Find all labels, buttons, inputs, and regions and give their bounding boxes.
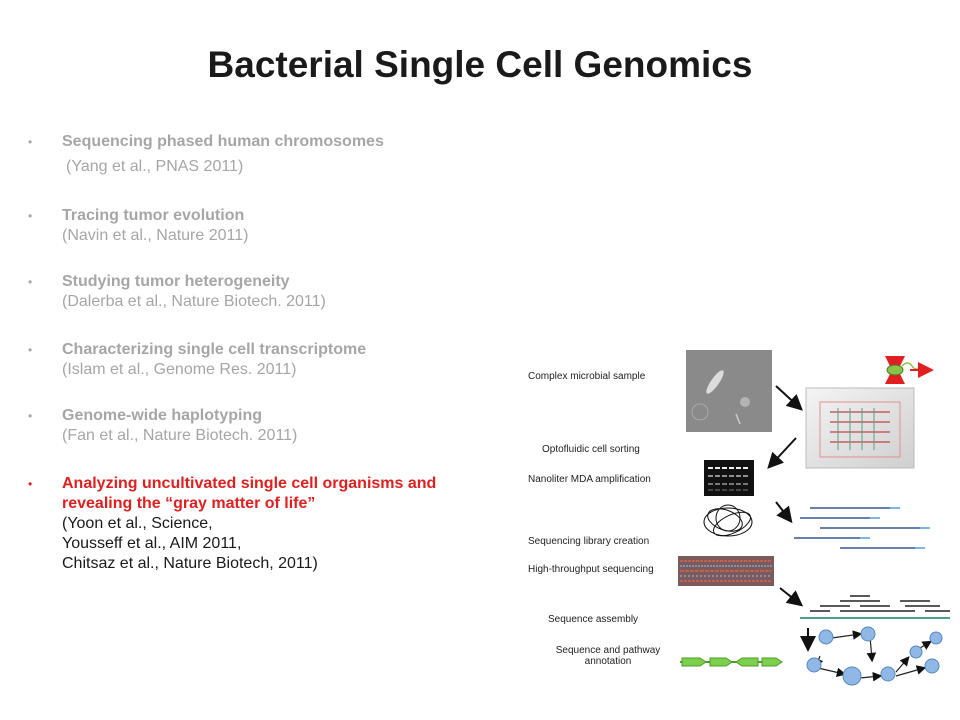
library-reads-image	[794, 507, 930, 549]
bullet-dot-icon: •	[28, 135, 33, 149]
bullet-heading: Genome-wide haplotyping	[62, 407, 263, 424]
bullet-citation: Chitsaz et al., Nature Biotech, 2011)	[62, 555, 318, 572]
step-label-line: Sequence and pathway	[555, 645, 661, 656]
gene-annotation-image	[680, 657, 783, 667]
bullet-dot-icon: •	[28, 409, 33, 423]
microscope-image	[686, 350, 772, 432]
bullet-citation: (Navin et al., Nature 2011)	[62, 227, 249, 244]
bullet-heading: Studying tumor heterogeneity	[62, 273, 290, 290]
gel-image	[704, 460, 754, 496]
laser-trap-icon	[885, 356, 934, 384]
slide-title: Bacterial Single Cell Genomics	[207, 44, 753, 85]
bullet-citation: Yousseff et al., AIM 2011,	[62, 535, 242, 552]
sequencing-image	[678, 556, 774, 586]
bullet-citation: (Yoon et al., Science,	[62, 515, 213, 532]
step-label: Optofluidic cell sorting	[542, 444, 640, 455]
arrow-icon	[775, 501, 793, 524]
bullet-citation: (Yang et al., PNAS 2011)	[66, 158, 244, 175]
bullet-heading: Tracing tumor evolution	[62, 207, 245, 224]
workflow-graphics	[678, 350, 950, 686]
pathway-network-image	[806, 626, 943, 686]
bullet-citation: (Islam et al., Genome Res. 2011)	[62, 361, 297, 378]
bullet-dot-icon: •	[28, 477, 33, 491]
bullet-heading: Sequencing phased human chromosomes	[62, 133, 384, 150]
bullet-dot-icon: •	[28, 209, 33, 223]
bullet-citation: (Dalerba et al., Nature Biotech. 2011)	[62, 293, 326, 310]
bullet-heading: Characterizing single cell transcriptome	[62, 341, 367, 358]
bullet-dot-icon: •	[28, 343, 33, 357]
bullet-heading: revealing the “gray matter of life”	[62, 495, 316, 512]
step-label: Sequencing library creation	[528, 536, 650, 547]
bullet-dot-icon: •	[28, 275, 33, 289]
assembly-image	[800, 595, 950, 619]
arrow-icon	[775, 385, 803, 411]
workflow-figure: Complex microbial sample Optofluidic cel…	[520, 342, 960, 692]
step-label: Complex microbial sample	[528, 371, 646, 382]
step-label: Sequence and pathway annotation	[548, 645, 668, 667]
step-label: High-throughput sequencing	[528, 564, 654, 575]
arrow-icon	[767, 437, 797, 469]
microfluidic-chip-image	[805, 387, 915, 469]
step-label: Sequence assembly	[548, 614, 639, 625]
step-label: Nanoliter MDA amplification	[528, 474, 651, 485]
bullet-heading: Analyzing uncultivated single cell organ…	[62, 475, 437, 492]
arrow-icon	[779, 587, 804, 607]
dna-tangle-icon	[703, 504, 753, 537]
step-label-line: annotation	[584, 656, 632, 667]
bullet-citation: (Fan et al., Nature Biotech. 2011)	[62, 427, 298, 444]
